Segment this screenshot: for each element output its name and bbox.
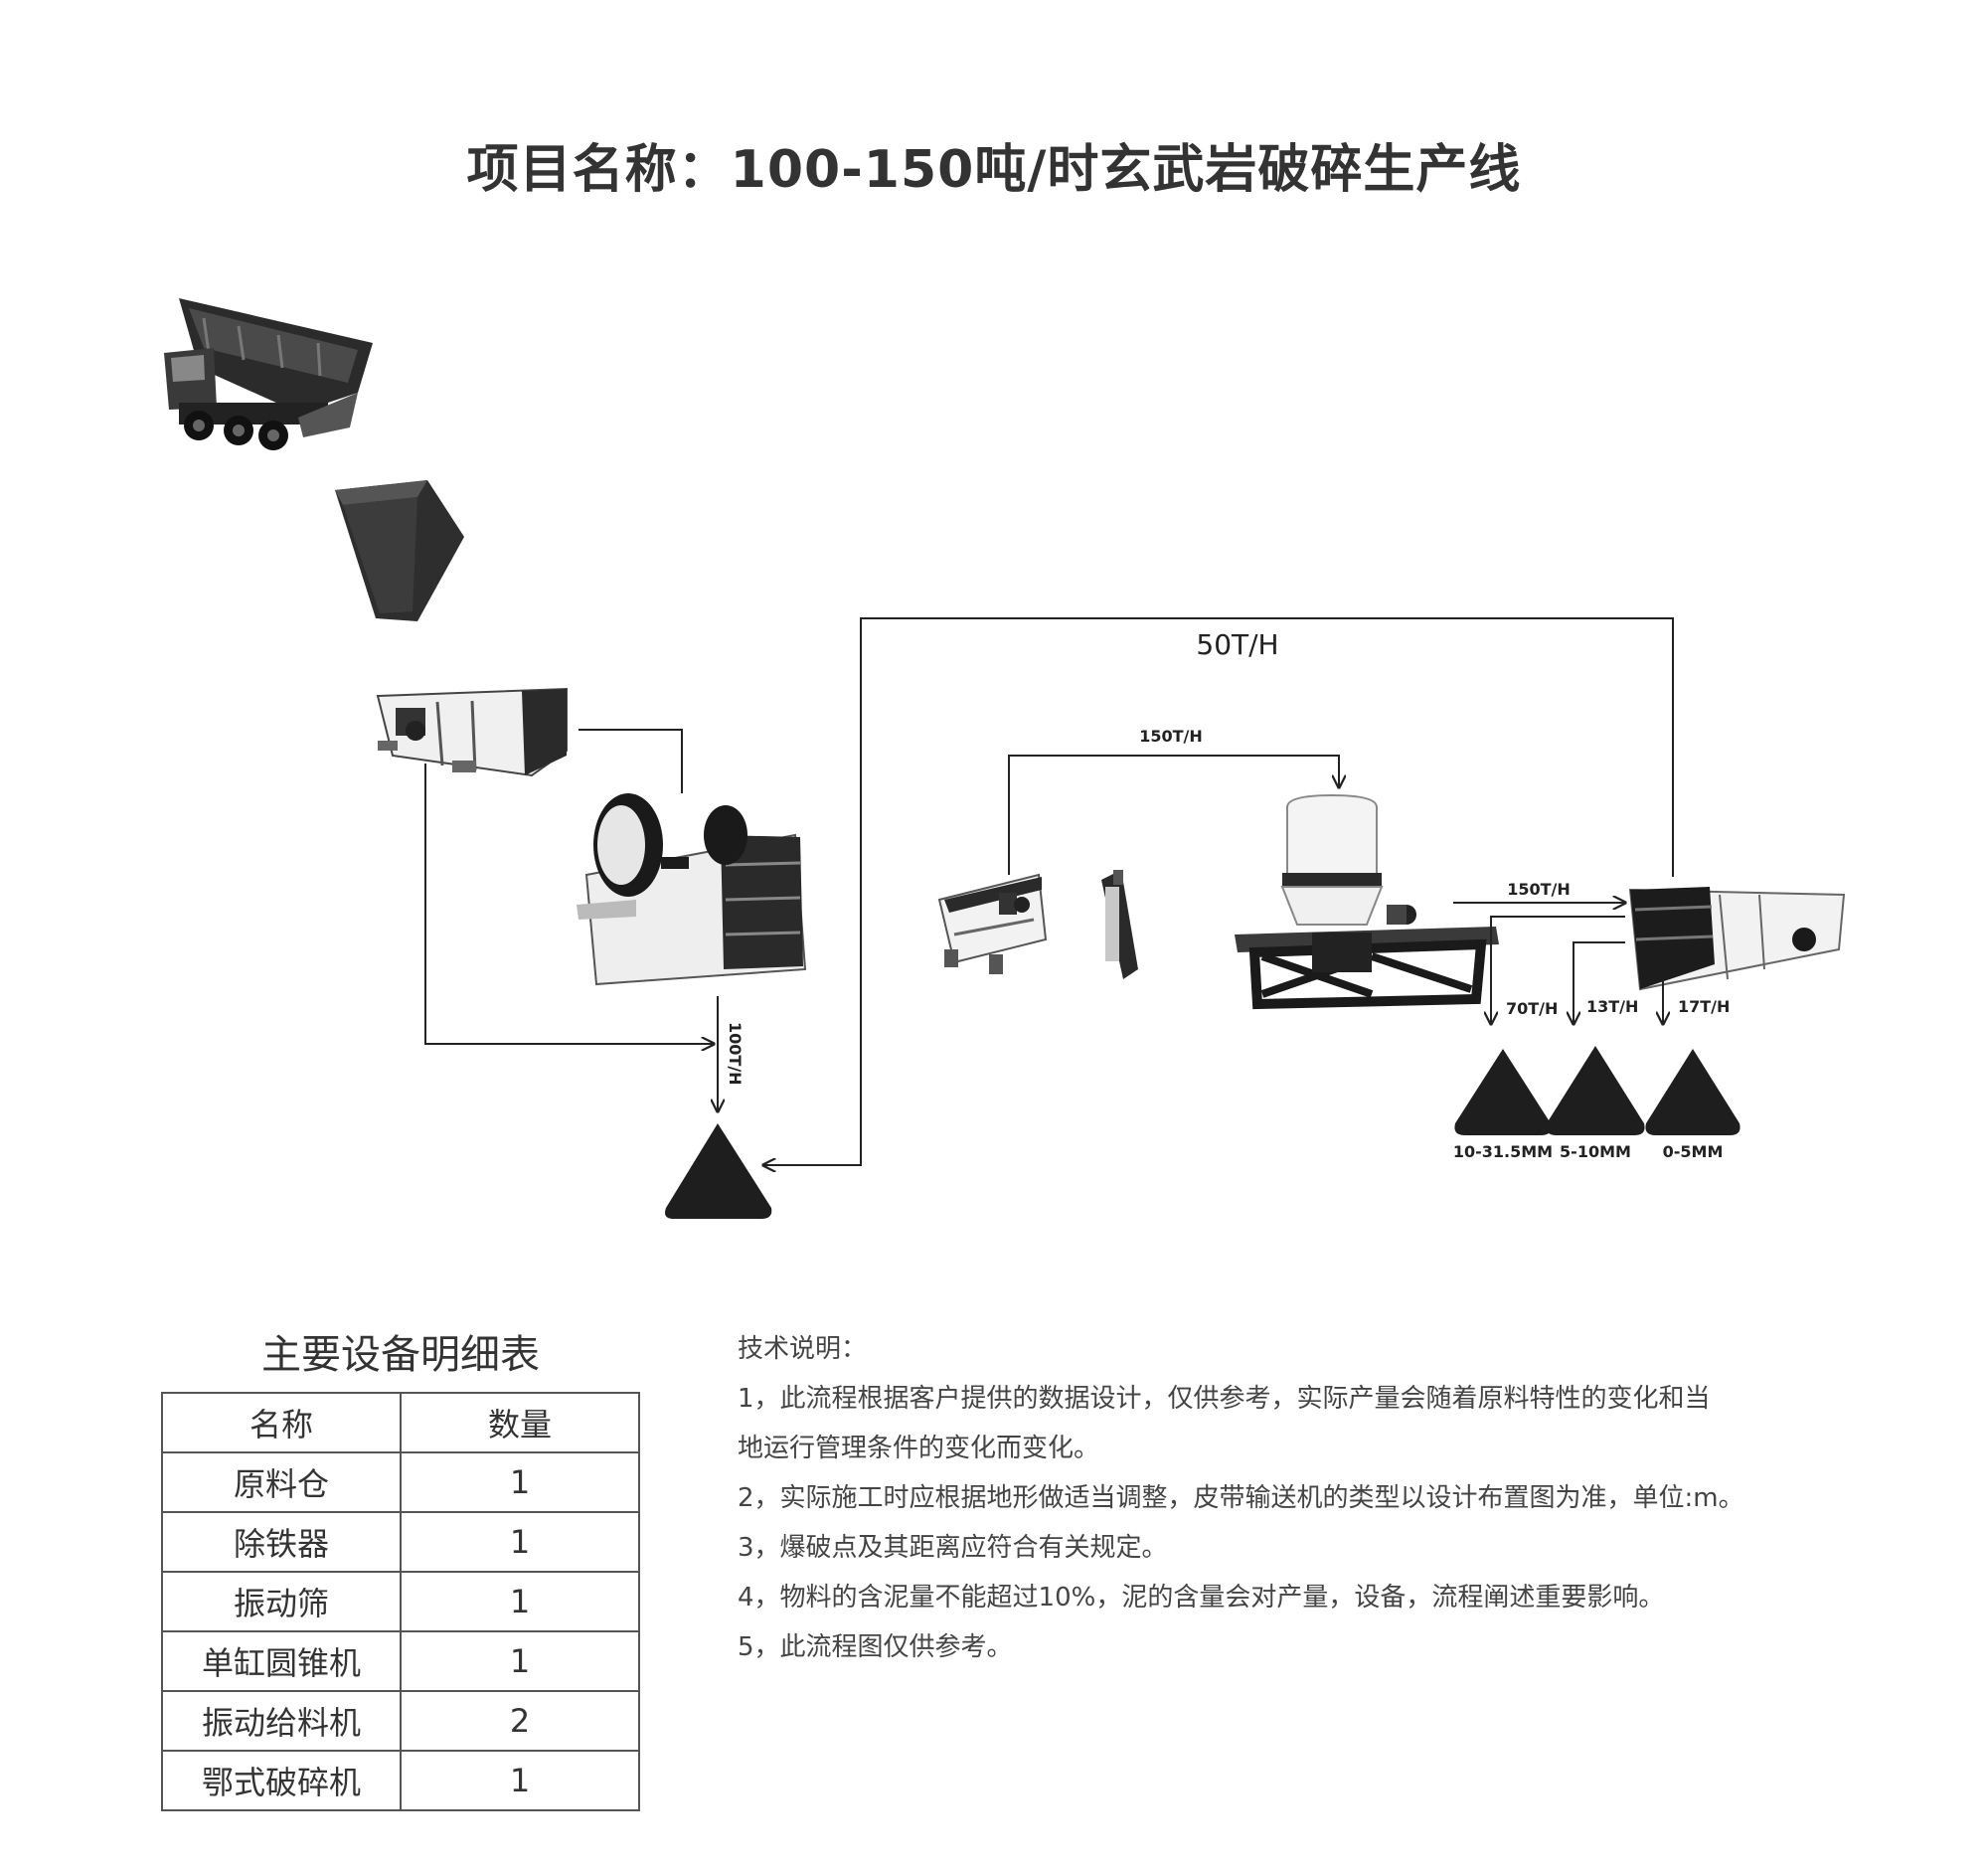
notes-heading: 技术说明： <box>738 1334 868 1364</box>
note-line: 4，物料的含泥量不能超过10%，泥的含量会对产量，设备，流程阐述重要影响。 <box>738 1583 1665 1613</box>
table-row: 振动给料机 2 <box>161 1690 640 1752</box>
pile-jaw-output <box>665 1123 772 1219</box>
label-jaw-output: 100T/H <box>726 1022 745 1086</box>
label-feeder-to-cone: 150T/H <box>1139 727 1203 746</box>
table-row: 鄂式破碎机 1 <box>161 1750 640 1811</box>
note-line: 1，此流程根据客户提供的数据设计，仅供参考，实际产量会随着原料特性的变化和当 <box>738 1384 1711 1414</box>
note-line: 5，此流程图仅供参考。 <box>738 1632 1013 1662</box>
label-cone-to-screen: 150T/H <box>1507 880 1571 899</box>
equipment-quantity: 2 <box>400 1690 640 1752</box>
equipment-quantity: 1 <box>400 1630 640 1692</box>
equipment-quantity: 1 <box>400 1750 640 1811</box>
table-row: 单缸圆锥机 1 <box>161 1630 640 1692</box>
label-50th: 50T/H <box>1196 628 1278 661</box>
cone-crusher-icon <box>1235 793 1499 1010</box>
product-label-3: 0-5MM <box>1663 1142 1724 1161</box>
equipment-name: 除铁器 <box>161 1511 402 1573</box>
vibrating-feeder-icon <box>376 687 568 777</box>
product-pile-2 <box>1546 1046 1645 1135</box>
product-pile-3 <box>1645 1049 1740 1135</box>
equipment-name: 单缸圆锥机 <box>161 1630 402 1692</box>
equipment-name: 振动给料机 <box>161 1690 402 1752</box>
vibrating-feeder-2-icon <box>937 873 1048 974</box>
label-screen-out-2: 13T/H <box>1586 997 1638 1016</box>
equipment-quantity: 1 <box>400 1571 640 1632</box>
equipment-table: 名称 数量 原料仓 1 除铁器 1 振动筛 1 单缸圆锥机 1 振动给料机 <box>161 1392 640 1811</box>
table-row: 原料仓 1 <box>161 1451 640 1513</box>
iron-remover-icon <box>1101 870 1138 979</box>
equipment-name: 振动筛 <box>161 1571 402 1632</box>
equipment-quantity: 1 <box>400 1511 640 1573</box>
table-row: 振动筛 1 <box>161 1571 640 1632</box>
page-title: 项目名称：100-150吨/时玄武岩破碎生产线 <box>466 140 1522 200</box>
label-screen-out-1: 70T/H <box>1506 999 1558 1018</box>
equipment-table-title: 主要设备明细表 <box>261 1332 540 1378</box>
flow-lines <box>424 617 1674 1165</box>
note-line: 地运行管理条件的变化而变化。 <box>738 1434 1100 1463</box>
vibrating-screen-icon <box>1628 887 1846 991</box>
note-line: 3，爆破点及其距离应符合有关规定。 <box>738 1533 1168 1563</box>
label-screen-out-3: 17T/H <box>1678 997 1730 1016</box>
table-header-row: 名称 数量 <box>161 1392 640 1453</box>
dump-truck-icon <box>164 298 373 450</box>
jaw-crusher-icon <box>577 793 807 986</box>
equipment-quantity: 1 <box>400 1451 640 1513</box>
equipment-name: 鄂式破碎机 <box>161 1750 402 1811</box>
note-line: 2，实际施工时应根据地形做适当调整，皮带输送机的类型以设计布置图为准，单位:m。 <box>738 1483 1744 1513</box>
product-label-2: 5-10MM <box>1560 1142 1631 1161</box>
technical-notes: 技术说明： 1，此流程根据客户提供的数据设计，仅供参考，实际产量会随着原料特性的… <box>738 1324 1910 1672</box>
raw-material-bin-icon <box>335 480 464 621</box>
product-label-1: 10-31.5MM <box>1453 1142 1553 1161</box>
equipment-name: 原料仓 <box>161 1451 402 1513</box>
table-row: 除铁器 1 <box>161 1511 640 1573</box>
column-header-quantity: 数量 <box>400 1392 640 1453</box>
column-header-name: 名称 <box>161 1392 402 1453</box>
product-pile-1 <box>1454 1049 1552 1135</box>
